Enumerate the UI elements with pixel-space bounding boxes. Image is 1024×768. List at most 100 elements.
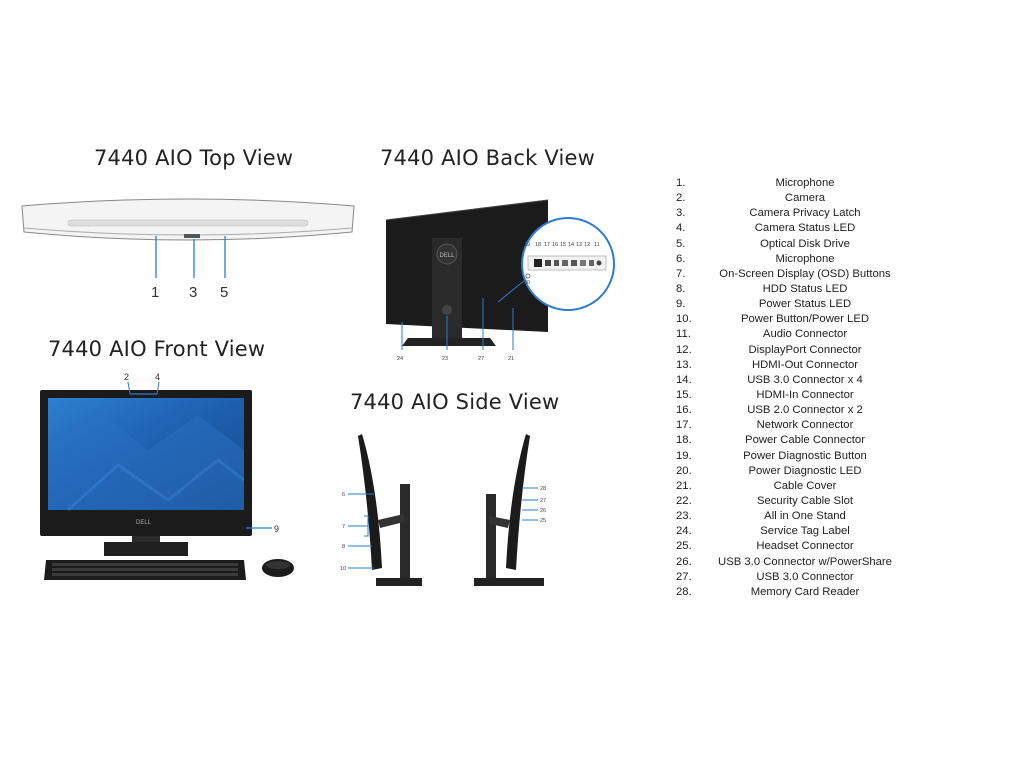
legend-item: 16. USB 2.0 Connector x 2 <box>668 403 908 418</box>
legend-label: Power Button/Power LED <box>740 313 870 326</box>
legend-label: USB 3.0 Connector <box>756 570 854 583</box>
legend-number: 26. <box>676 555 692 568</box>
legend-label: All in One Stand <box>764 510 846 523</box>
legend-number: 2. <box>676 192 686 205</box>
legend-number: 1. <box>676 177 686 189</box>
side-callout-28: 28 <box>540 486 546 492</box>
legend-number: 21. <box>676 479 692 492</box>
legend-label: HDD Status LED <box>762 282 848 295</box>
side-callout-26: 26 <box>540 508 546 514</box>
legend-number: 28. <box>676 585 692 598</box>
legend-number: 17. <box>676 419 692 432</box>
front-view-title: 7440 AIO Front View <box>48 337 266 361</box>
back-callout-21: 21 <box>508 356 514 362</box>
legend-label: Audio Connector <box>762 328 848 341</box>
legend-item: 9.Power Status LED <box>668 297 908 312</box>
front-view-figure: DELL 2 4 9 <box>40 372 294 580</box>
side-callout-27: 27 <box>540 498 546 504</box>
legend-item: 18. Power Cable Connector <box>668 433 908 448</box>
back-view-figure: DELL 24 23 27 21 19 18 17 16 15 14 13 12… <box>385 199 615 362</box>
zoom-callout-20: 20 <box>524 280 530 286</box>
legend-item: 5.Optical Disk Drive <box>668 237 908 252</box>
zoom-callout-13: 13 <box>576 242 582 248</box>
back-callout-27: 27 <box>478 356 484 362</box>
legend-item: 20.Power Diagnostic LED <box>668 464 908 479</box>
back-view-title: 7440 AIO Back View <box>380 146 595 170</box>
top-callout-3: 3 <box>189 284 197 301</box>
legend-number: 8. <box>676 282 686 295</box>
legend-label: Power Cable Connector <box>745 434 865 447</box>
legend-number: 23. <box>676 510 692 523</box>
legend-number: 20. <box>676 464 692 477</box>
legend-number: 27. <box>676 570 692 583</box>
legend-label: USB 2.0 Connector x 2 <box>747 404 863 417</box>
legend-number: 14. <box>676 373 692 386</box>
legend-number: 11. <box>676 328 691 341</box>
legend-number: 18. <box>676 434 692 447</box>
legend-item: 17. Network Connector <box>668 418 908 433</box>
legend-number: 16. <box>676 404 692 417</box>
zoom-callout-11: 11 <box>594 242 600 248</box>
side-view-figure: 6 7 8 10 28 27 26 25 <box>340 434 546 586</box>
side-callout-25: 25 <box>540 518 546 524</box>
legend-item: 27. USB 3.0 Connector <box>668 570 908 585</box>
legend-item: 2.Camera <box>668 191 908 206</box>
legend-label: DisplayPort Connector <box>748 343 862 356</box>
legend-item: 19. Power Diagnostic Button <box>668 449 908 464</box>
back-brand-logo: DELL <box>440 253 456 259</box>
side-callout-8: 8 <box>342 544 345 550</box>
legend-label: Memory Card Reader <box>750 585 860 598</box>
legend-item: 21. Cable Cover <box>668 479 908 494</box>
legend-label: HDMI-In Connector <box>756 388 854 401</box>
zoom-callout-16: 16 <box>552 242 558 248</box>
legend-label: Camera Status LED <box>754 222 856 235</box>
legend-label: On-Screen Display (OSD) Buttons <box>719 267 891 280</box>
legend-item: 7. On-Screen Display (OSD) Buttons <box>668 267 908 282</box>
legend-item: 10. Power Button/Power LED <box>668 312 908 327</box>
legend-item: 11. Audio Connector <box>668 327 908 342</box>
legend-number: 9. <box>676 298 686 311</box>
legend-label: Security Cable Slot <box>756 494 854 507</box>
legend-number: 7. <box>676 267 686 280</box>
front-callout-4: 4 <box>155 372 160 382</box>
legend-label: Power Diagnostic Button <box>743 449 867 462</box>
front-callout-9: 9 <box>274 524 279 534</box>
legend-label: USB 3.0 Connector w/PowerShare <box>718 555 892 568</box>
legend-item: 25.Headset Connector <box>668 539 908 554</box>
legend-number: 10. <box>676 313 692 326</box>
zoom-callout-15: 15 <box>560 242 566 248</box>
legend-label: Camera Privacy Latch <box>749 207 861 220</box>
legend-number: 6. <box>676 252 686 265</box>
legend-label: Network Connector <box>756 419 854 432</box>
back-callout-24: 24 <box>397 356 403 362</box>
back-callout-23: 23 <box>442 356 448 362</box>
legend-item: 13.HDMI-Out Connector <box>668 358 908 373</box>
legend-item: 6. Microphone <box>668 252 908 267</box>
zoom-callout-14: 14 <box>568 242 574 248</box>
side-view-title: 7440 AIO Side View <box>350 390 560 414</box>
legend-number: 25. <box>676 540 692 553</box>
legend-item: 12. DisplayPort Connector <box>668 343 908 358</box>
zoom-callout-12: 12 <box>584 242 590 248</box>
legend-label: USB 3.0 Connector x 4 <box>747 373 863 386</box>
top-view-title: 7440 AIO Top View <box>94 146 294 170</box>
legend-label: Cable Cover <box>773 479 837 492</box>
legend-item: 8. HDD Status LED <box>668 282 908 297</box>
legend-label: Microphone <box>775 252 835 265</box>
legend-number: 3. <box>676 207 686 220</box>
side-callout-7: 7 <box>342 524 345 530</box>
legend-item: 24.Service Tag Label <box>668 524 908 539</box>
side-callout-10: 10 <box>340 566 346 572</box>
front-brand-logo: DELL <box>136 520 152 526</box>
legend-number: 12. <box>676 343 692 356</box>
zoom-callout-19: 19 <box>524 242 530 248</box>
legend-label: Optical Disk Drive <box>760 237 850 250</box>
legend-item: 1.Microphone <box>668 176 908 191</box>
top-view-figure: 1 3 5 <box>21 198 355 301</box>
legend-number: 22. <box>676 494 692 507</box>
legend-item: 4.Camera Status LED <box>668 221 908 236</box>
top-callout-1: 1 <box>151 284 159 301</box>
legend-number: 19. <box>676 449 692 462</box>
front-callout-2: 2 <box>124 372 129 382</box>
top-callout-5: 5 <box>220 284 228 301</box>
